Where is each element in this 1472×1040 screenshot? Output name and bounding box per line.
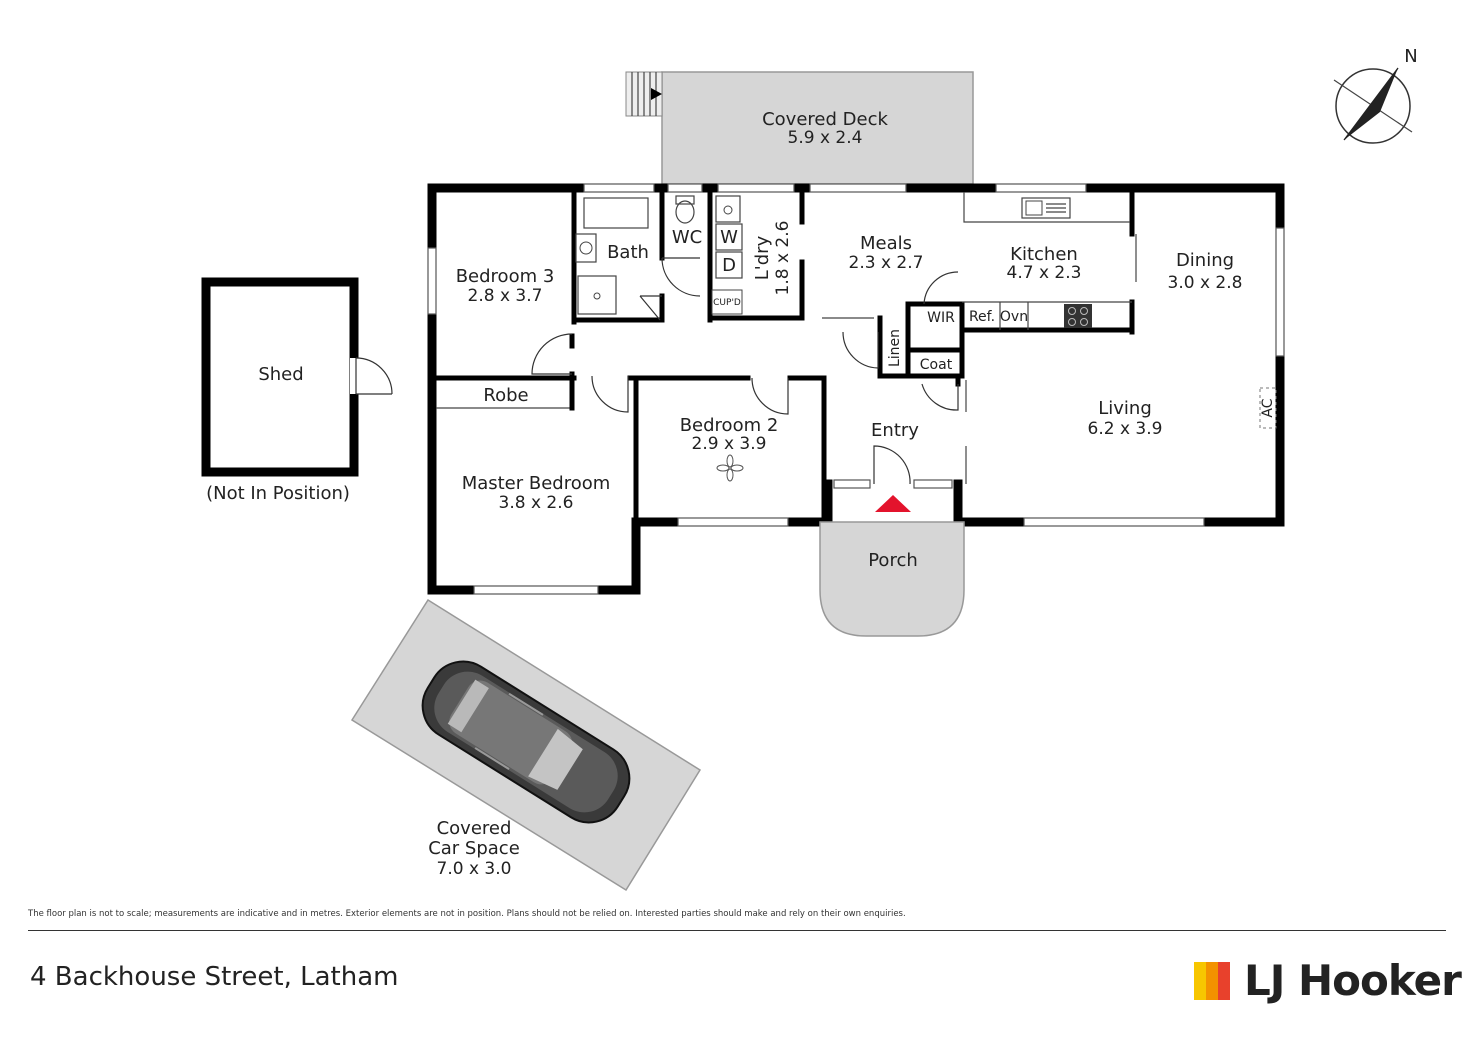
brand-name: LJ Hooker: [1244, 956, 1462, 1005]
shower-icon: [577, 275, 617, 315]
shed-note: (Not In Position): [206, 483, 350, 504]
wc: WC: [672, 195, 702, 248]
brand-logo-mark-icon: [1194, 962, 1230, 1000]
meals-label: Meals: [860, 233, 912, 254]
shed-label: Shed: [258, 364, 303, 385]
kitchen-benches: Ref. Ovn: [962, 192, 1132, 330]
cupboard-label: CUP'D: [713, 298, 741, 308]
ref-label: Ref.: [969, 309, 995, 325]
kitchen-dim: 4.7 x 2.3: [1007, 263, 1082, 283]
car-space-dim: 7.0 x 3.0: [437, 859, 512, 879]
robe-label: Robe: [483, 385, 528, 406]
bedroom3-label: Bedroom 3: [456, 266, 555, 287]
kitchen-label: Kitchen: [1010, 244, 1078, 265]
bedroom3-dim: 2.8 x 3.7: [468, 286, 543, 306]
car-space-label-2: Car Space: [428, 838, 520, 859]
floor-plan: .wall { fill: none; stroke: #000; stroke…: [201, 46, 1418, 892]
covered-deck: Covered Deck 5.9 x 2.4: [625, 71, 974, 185]
dining-label: Dining: [1176, 250, 1234, 271]
wir-label: WIR: [927, 310, 955, 326]
disclaimer-text: The floor plan is not to scale; measurem…: [28, 909, 906, 919]
dryer-label: D: [722, 255, 736, 276]
covered-deck-label: Covered Deck: [762, 109, 888, 130]
bedroom2-label: Bedroom 2: [680, 415, 779, 436]
master-bedroom-label: Master Bedroom: [462, 473, 611, 494]
bedroom2-dim: 2.9 x 3.9: [692, 434, 767, 454]
entry-label: Entry: [871, 420, 919, 441]
brand-logo: LJ Hooker: [1194, 956, 1462, 1005]
laundry-label: L'dry: [752, 235, 773, 280]
porch: Porch: [819, 495, 965, 637]
laundry: W D CUP'D L'dry 1.8 x 2.6: [711, 195, 793, 315]
footer-divider: [28, 930, 1446, 931]
kitchen-sink-icon: [1021, 197, 1071, 219]
living-dim: 6.2 x 3.9: [1088, 419, 1163, 439]
porch-label: Porch: [868, 550, 918, 571]
north-label: N: [1404, 46, 1417, 67]
laundry-dim: 1.8 x 2.6: [773, 221, 793, 296]
cooktop-icon: [1064, 304, 1092, 328]
covered-deck-dim: 5.9 x 2.4: [788, 128, 863, 148]
bath-fixtures: Bath: [575, 197, 649, 315]
entry-marker-icon: [875, 495, 911, 512]
north-arrow-icon: N: [1333, 46, 1418, 144]
property-address: 4 Backhouse Street, Latham: [30, 962, 399, 992]
deck-stairs: [625, 71, 663, 117]
dining-dim: 3.0 x 2.8: [1168, 273, 1243, 293]
shed: Shed (Not In Position): [201, 277, 393, 504]
vanity-icon: [575, 233, 597, 263]
car-icon: [421, 660, 631, 824]
bathtub-icon: [583, 197, 649, 229]
master-bedroom-dim: 3.8 x 2.6: [499, 493, 574, 513]
stairs-arrow-icon: [651, 88, 662, 100]
laundry-sink-icon: [715, 195, 741, 223]
toilet-icon: [675, 200, 695, 224]
oven-label: Ovn: [1000, 309, 1028, 325]
ceiling-fan-icon: [716, 454, 744, 482]
car-space-label-1: Covered: [437, 818, 512, 839]
doors: [531, 234, 1137, 485]
covered-car-space: Covered Car Space 7.0 x 3.0: [350, 598, 702, 892]
coat-label: Coat: [920, 357, 953, 373]
wc-label: WC: [672, 227, 702, 248]
living-label: Living: [1098, 398, 1152, 419]
air-conditioner: AC: [1259, 387, 1277, 429]
washer-label: W: [720, 227, 738, 248]
windows: [427, 183, 1285, 595]
meals-dim: 2.3 x 2.7: [849, 253, 924, 273]
linen-label: Linen: [887, 329, 903, 367]
bath-label: Bath: [607, 242, 649, 263]
ac-label: AC: [1260, 398, 1276, 417]
interior-walls: [433, 185, 1135, 593]
